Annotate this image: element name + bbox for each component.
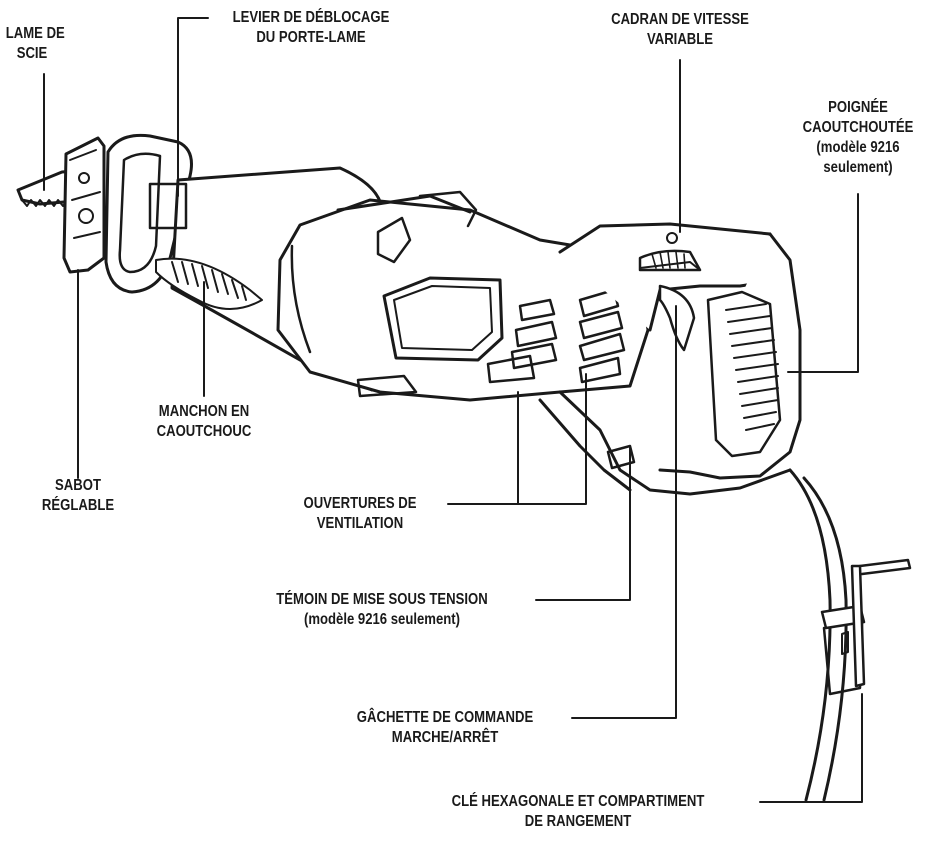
label-hex-key-line1: CLÉ HEXAGONALE ET COMPARTIMENT <box>451 793 705 810</box>
rubber-sleeve <box>155 257 263 310</box>
label-rubber-sleeve-line2: CAOUTCHOUC <box>156 423 252 440</box>
motor-housing <box>276 190 650 402</box>
handle-frame <box>558 222 782 332</box>
label-blade-release-line2: DU PORTE-LAME <box>256 29 366 46</box>
label-rubber-grip: POIGNÉE CAOUTCHOUTÉE (modèle 9216 seulem… <box>794 98 922 178</box>
label-rubber-sleeve: MANCHON EN CAOUTCHOUC <box>147 402 262 442</box>
adjustable-shoe <box>62 136 106 274</box>
label-saw-blade-line1: LAME DE <box>5 25 65 42</box>
label-adjustable-shoe: SABOT RÉGLABLE <box>39 476 118 516</box>
label-trigger: GÂCHETTE DE COMMANDE MARCHE/ARRÊT <box>343 708 548 748</box>
label-vents: OUVERTURES DE VENTILATION <box>286 494 434 534</box>
rear-grip <box>658 232 802 480</box>
motor-side-plate <box>382 276 504 362</box>
leader-lines <box>43 17 863 803</box>
power-cord <box>788 468 848 802</box>
label-adjustable-shoe-line2: RÉGLABLE <box>41 497 115 514</box>
label-adjustable-shoe-line1: SABOT <box>55 477 101 494</box>
label-rubber-grip-line1: POIGNÉE <box>828 99 888 116</box>
lower-handle <box>538 390 792 496</box>
hex-key-holder <box>820 558 912 696</box>
label-power-light: TÉMOIN DE MISE SOUS TENSION (modèle 9216… <box>251 590 513 630</box>
label-speed-dial-line2: VARIABLE <box>646 31 714 48</box>
label-saw-blade: LAME DE SCIE <box>5 24 65 64</box>
label-vents-line1: OUVERTURES DE <box>303 495 417 512</box>
label-power-light-line2: (modèle 9216 seulement) <box>303 611 461 628</box>
label-power-light-line1: TÉMOIN DE MISE SOUS TENSION <box>276 591 488 608</box>
label-hex-key-line2: DE RANGEMENT <box>524 813 632 830</box>
label-speed-dial-line1: CADRAN DE VITESSE <box>611 11 749 28</box>
label-rubber-grip-line4: seulement) <box>823 159 893 176</box>
label-hex-key: CLÉ HEXAGONALE ET COMPARTIMENT DE RANGEM… <box>429 792 727 832</box>
label-blade-release-line1: LEVIER DE DÉBLOCAGE <box>232 9 390 26</box>
label-trigger-line1: GÂCHETTE DE COMMANDE <box>356 709 534 726</box>
vent-slots <box>486 288 626 384</box>
label-rubber-grip-line2: CAOUTCHOUTÉE <box>802 119 914 136</box>
label-blade-release-lever: LEVIER DE DÉBLOCAGE DU PORTE-LAME <box>227 8 396 48</box>
label-speed-dial: CADRAN DE VITESSE VARIABLE <box>596 10 763 50</box>
label-rubber-grip-line3: (modèle 9216 <box>816 139 900 156</box>
label-vents-line2: VENTILATION <box>316 515 404 532</box>
label-rubber-sleeve-line1: MANCHON EN <box>158 403 250 420</box>
label-trigger-line2: MARCHE/ARRÊT <box>391 729 499 746</box>
label-saw-blade-line2: SCIE <box>16 45 48 62</box>
